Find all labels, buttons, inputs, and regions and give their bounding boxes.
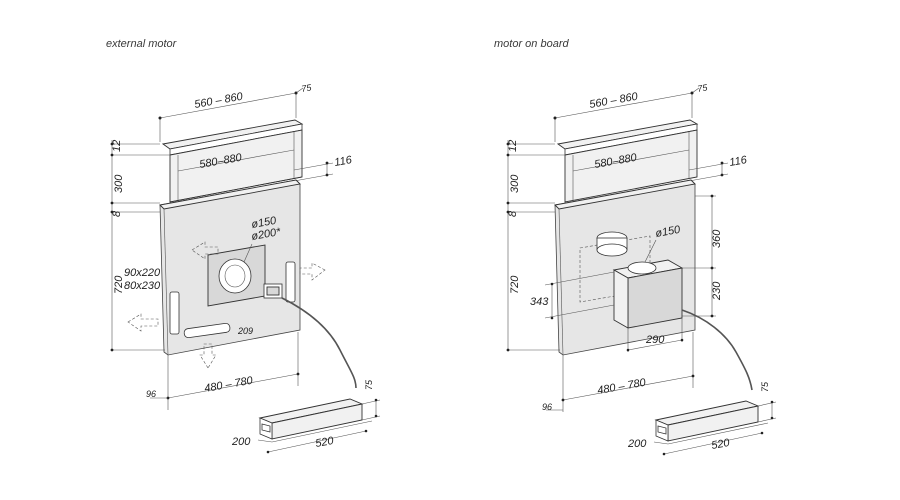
dim-motor-200-2: 200	[627, 438, 647, 450]
dim-motor-520-2: 520	[710, 437, 731, 452]
dim-width-range-2: 560 – 860	[588, 90, 639, 110]
dim-bottom-range-2: 480 – 780	[596, 376, 647, 396]
dim-small-209: 209	[237, 326, 253, 336]
dim-height-720: 720	[113, 275, 125, 294]
dim-cutout-1: 90x220	[124, 267, 161, 279]
dim-motor-200: 200	[231, 436, 251, 448]
dim-cutout-2: 80x230	[124, 280, 161, 292]
caption-motor-on-board: motor on board	[494, 38, 569, 50]
dim-depth-top: 75	[301, 82, 314, 94]
dim-bottom-96-2: 96	[542, 402, 552, 412]
dim-offset: 116	[333, 154, 353, 169]
dim-width-range: 560 – 860	[193, 90, 244, 110]
dim-343: 343	[530, 296, 549, 308]
dim-bottom-96: 96	[146, 389, 156, 399]
dim-230: 230	[711, 281, 723, 301]
dim-height-8: 8	[111, 210, 123, 217]
dim-height-720-2: 720	[509, 275, 521, 294]
dim-height-12: 12	[111, 140, 123, 152]
dim-height-12-2: 12	[507, 140, 519, 152]
dim-depth-top-2: 75	[697, 82, 710, 94]
dim-height-8-2: 8	[507, 210, 519, 217]
dim-360: 360	[711, 229, 723, 248]
external-motor-drawing: external motor 560 – 860 75 580–880 116	[106, 38, 381, 454]
dim-duct-200: ø200*	[250, 226, 282, 243]
dim-duct-150: ø150	[250, 215, 278, 231]
dim-height-300-2: 300	[509, 174, 521, 193]
dim-290: 290	[645, 334, 665, 346]
dim-motor-520: 520	[314, 435, 335, 450]
dim-motor-75-2: 75	[760, 381, 770, 392]
dim-motor-75: 75	[364, 379, 374, 390]
dim-height-300: 300	[113, 174, 125, 193]
dim-offset-2: 116	[728, 154, 748, 169]
caption-external-motor: external motor	[106, 38, 178, 50]
motor-on-board-drawing: motor on board 560 – 860 75 580–880 116	[494, 38, 777, 456]
dim-duct-150-2: ø150	[654, 224, 682, 240]
dim-bottom-range: 480 – 780	[203, 374, 254, 394]
